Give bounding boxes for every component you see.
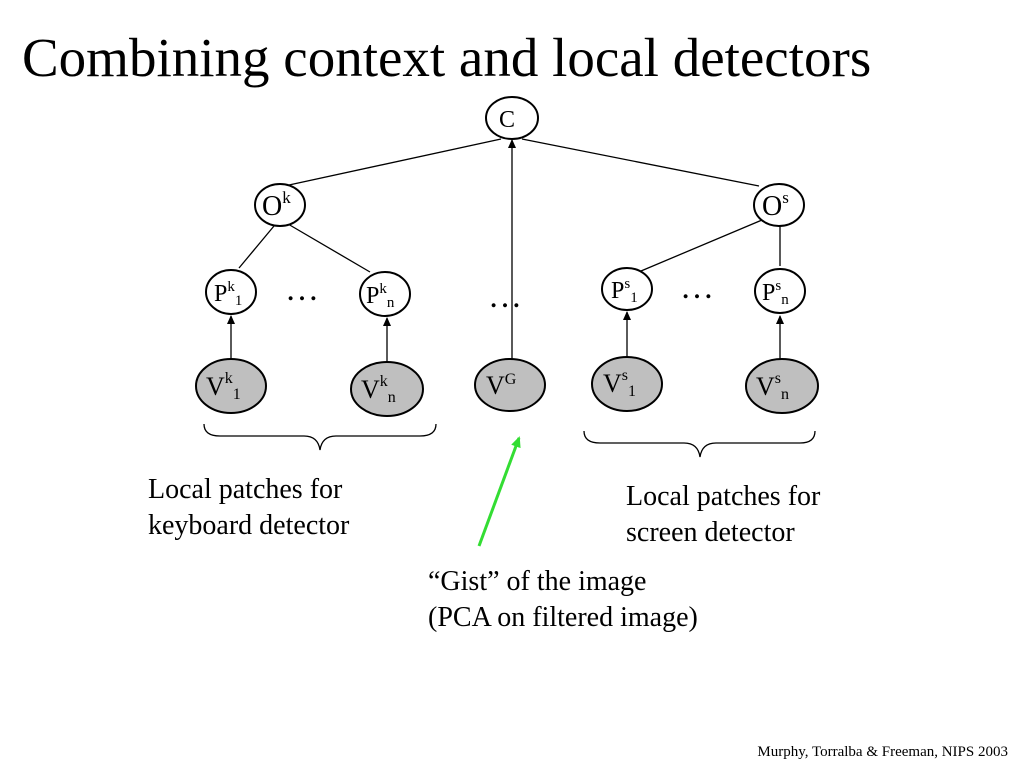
edges — [227, 138, 784, 362]
citation-credit: Murphy, Torralba & Freeman, NIPS 2003 — [757, 744, 1008, 760]
svg-text:Ps1: Ps1 — [611, 276, 638, 306]
node-context: C — [485, 96, 539, 140]
node-patch-sn: Psn — [754, 268, 806, 314]
caption-keyboard-line2: keyboard detector — [148, 510, 350, 541]
slide-title: Combining context and local detectors — [22, 27, 872, 88]
edge-os-ps1 — [640, 219, 763, 272]
svg-text:Os: Os — [762, 188, 789, 222]
caption-screen-line2: screen detector — [626, 517, 795, 548]
node-obs-sn: Vsn — [745, 358, 819, 414]
node-obs-kn: Vkn — [350, 361, 424, 417]
node-patch-k1: Pk1 — [205, 269, 257, 315]
node-patch-s1: Ps1 — [601, 267, 653, 311]
brace-screen — [583, 430, 816, 458]
node-object-screen: Os — [753, 183, 805, 227]
svg-text:Psn: Psn — [762, 278, 789, 308]
caption-screen-line1: Local patches for — [626, 481, 821, 512]
edge-c-ok — [288, 138, 502, 186]
svg-text:Pkn: Pkn — [366, 281, 395, 311]
node-obs-gist: VG — [474, 358, 546, 412]
svg-text:C: C — [499, 107, 515, 133]
node-object-keyboard: Ok — [254, 183, 306, 227]
node-obs-s1: Vs1 — [591, 356, 663, 412]
svg-text:VG: VG — [486, 371, 517, 400]
edge-ok-pkn — [287, 223, 371, 273]
gist-pointer-arrow — [477, 436, 521, 547]
caption-screen: Local patches for screen detector — [626, 479, 820, 551]
svg-text:Vsn: Vsn — [756, 370, 789, 403]
svg-text:Ok: Ok — [262, 188, 291, 222]
svg-text:Pk1: Pk1 — [214, 279, 242, 309]
ellipsis-keyboard: … — [285, 271, 319, 308]
svg-text:Vkn: Vkn — [361, 373, 396, 406]
node-obs-k1: Vk1 — [195, 358, 267, 414]
edge-ok-pk1 — [238, 225, 275, 269]
caption-gist-line1: “Gist” of the image — [428, 566, 647, 597]
caption-gist-line2: (PCA on filtered image) — [428, 602, 698, 633]
brace-keyboard — [203, 423, 437, 451]
caption-gist: “Gist” of the image (PCA on filtered ima… — [428, 564, 698, 636]
ellipsis-middle: … — [488, 278, 522, 315]
node-label: C — [499, 107, 515, 133]
node-patch-kn: Pkn — [359, 271, 411, 317]
caption-keyboard-line1: Local patches for — [148, 474, 343, 505]
svg-text:Vs1: Vs1 — [603, 367, 636, 400]
caption-keyboard: Local patches for keyboard detector — [148, 472, 349, 544]
edge-c-os — [521, 138, 760, 187]
svg-text:Vk1: Vk1 — [206, 370, 241, 403]
ellipsis-screen: … — [680, 269, 714, 306]
